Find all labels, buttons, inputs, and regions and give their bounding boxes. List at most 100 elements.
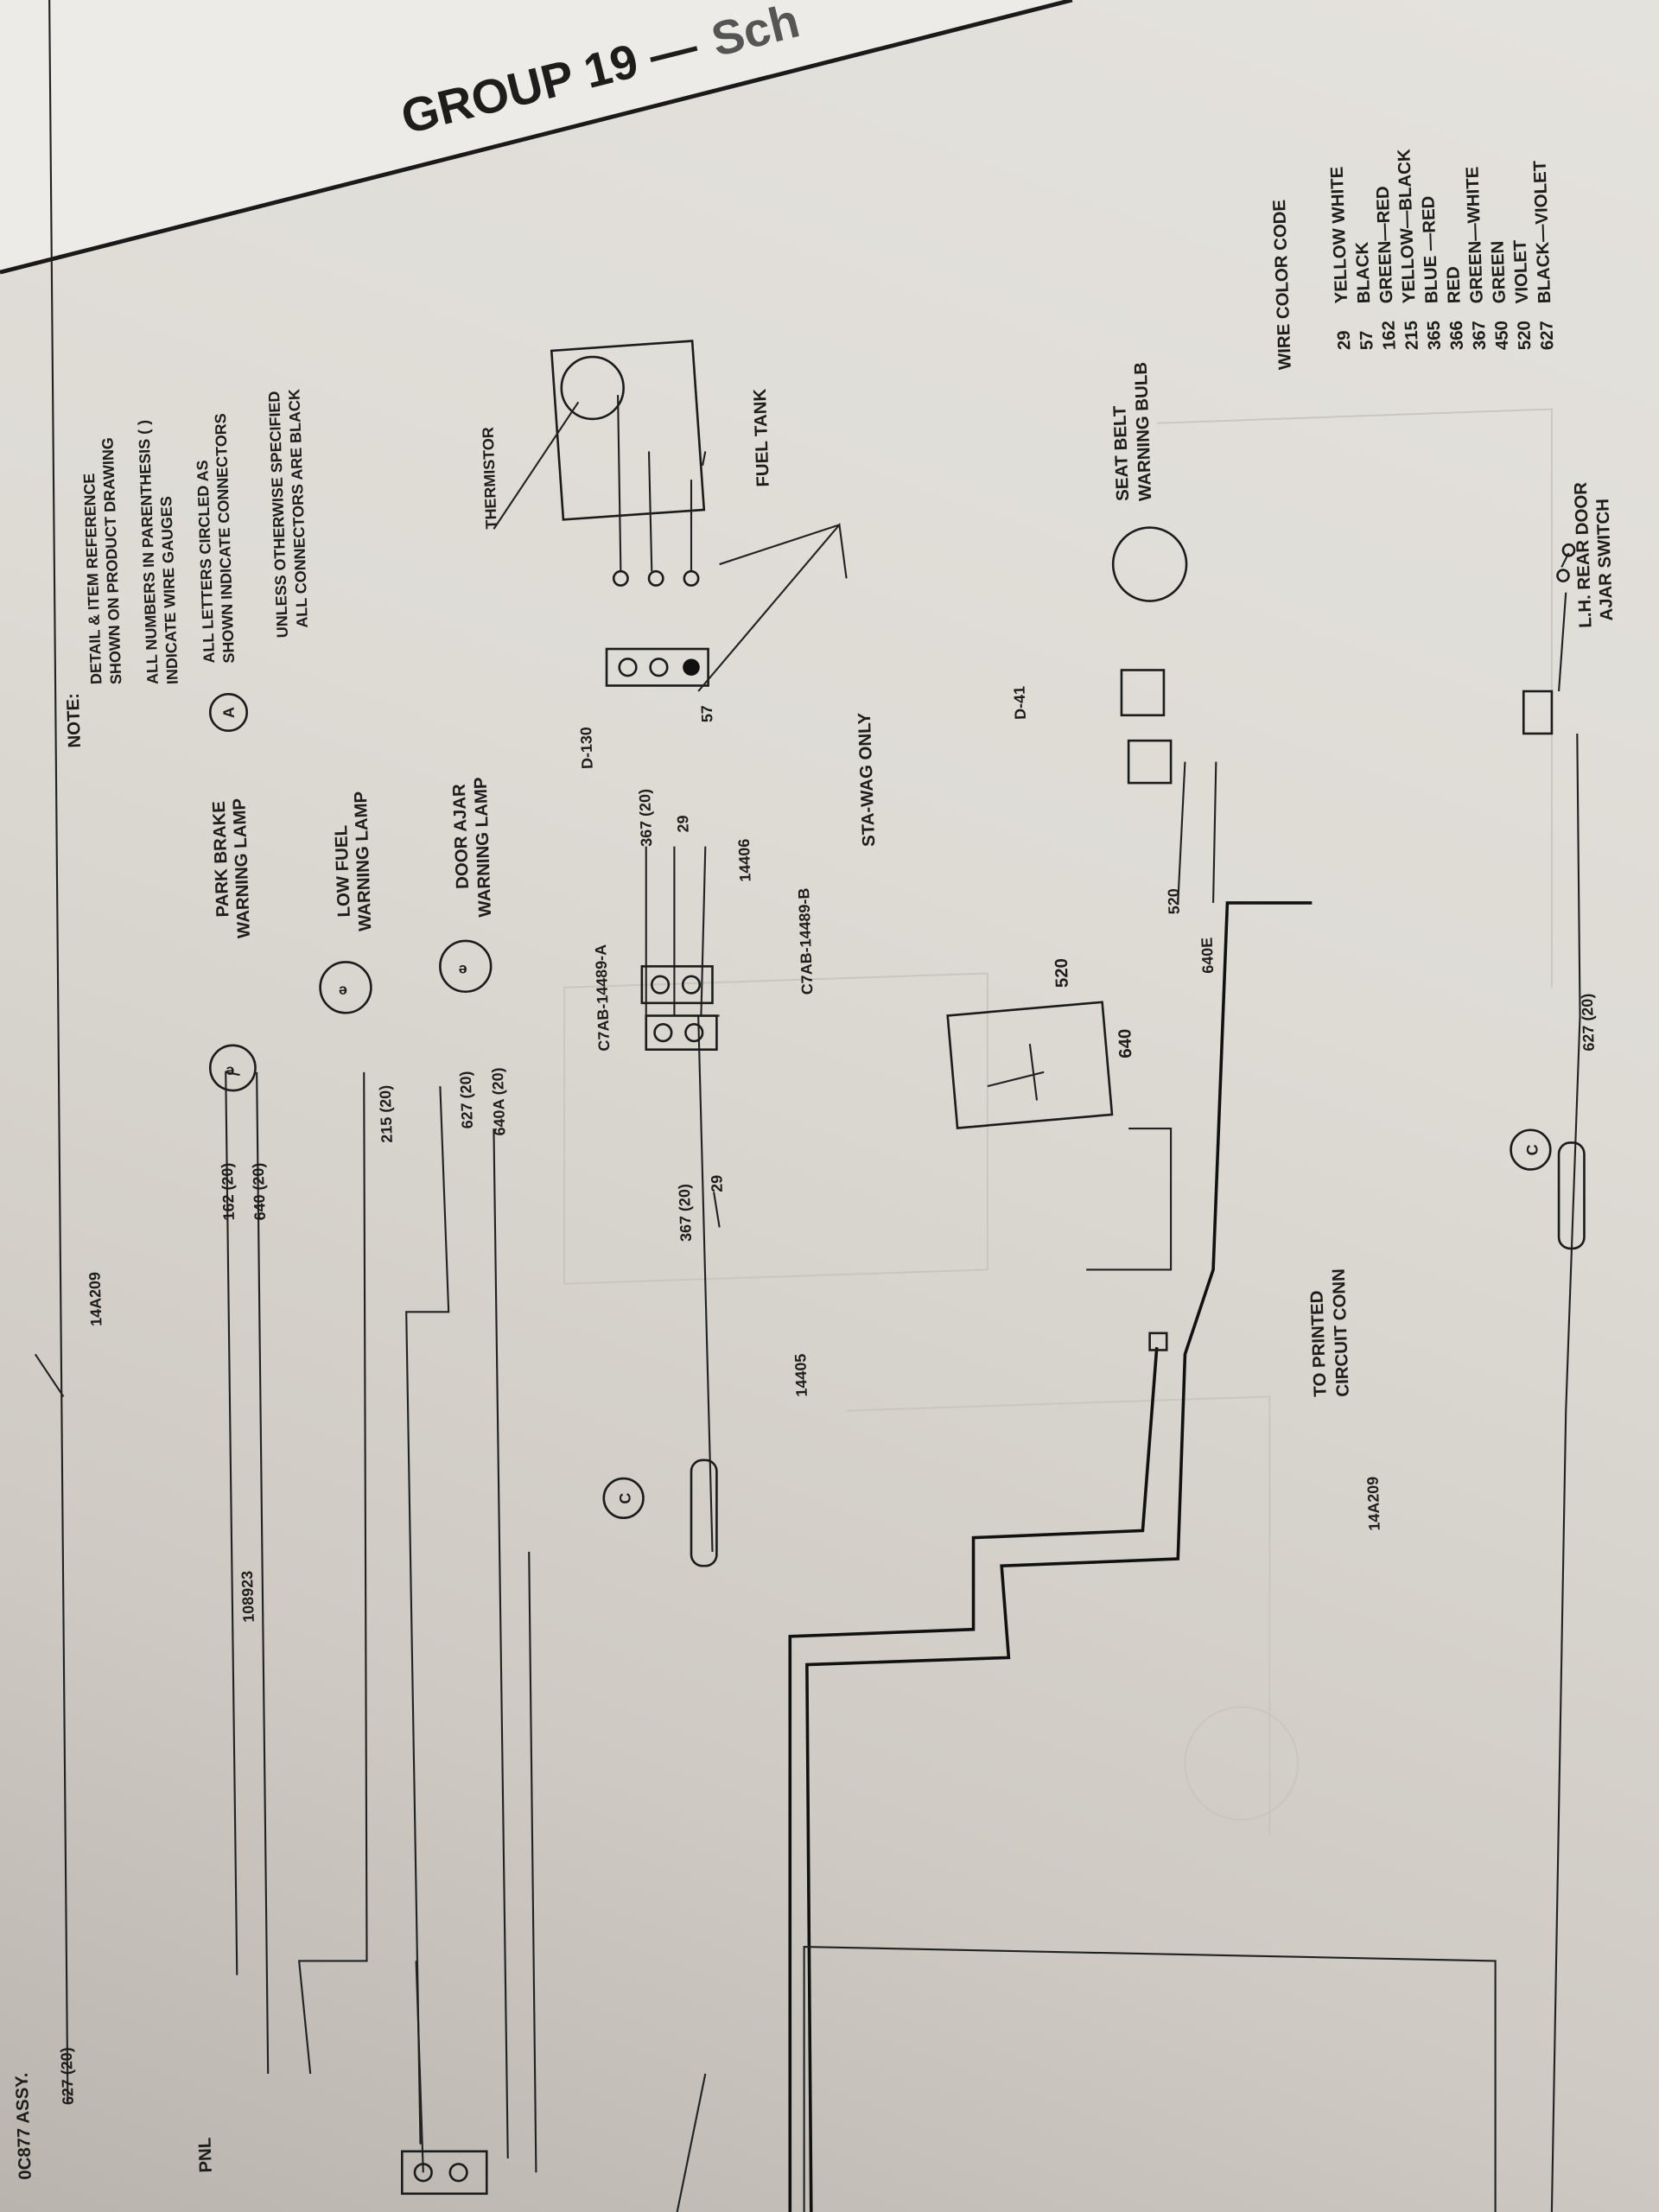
wire-label: 627 (20) [457,1071,476,1128]
low-fuel-label: LOW FUEL [332,825,354,918]
door-ajar-label: DOOR AJAR [450,784,473,890]
connector-c7ab-a [645,1014,718,1051]
seat-belt-label: SEAT BELT [1110,405,1133,502]
rear-door-label: L.H. REAR DOOR [1572,481,1596,628]
printed-circuit-label: CIRCUIT CONN [1330,1268,1353,1397]
sta-wag-label: STA-WAG ONLY [855,712,879,847]
color-code-row: 57 BLACK [1353,241,1377,350]
connector-letter: C [616,1492,633,1504]
printed-circuit-terminal [1148,1332,1168,1351]
component-labels: PARK BRAKE WARNING LAMP LOW FUEL WARNING… [13,362,1618,2180]
wire-label: 640 [1116,1028,1135,1058]
svg-text:BLUE —RED: BLUE —RED [1419,195,1441,303]
svg-text:GREEN: GREEN [1489,240,1510,303]
part-label: 14406 [735,838,754,882]
inline-connector-lower [1557,1141,1586,1250]
inline-connector-upper [690,1459,718,1567]
lamp-low-fuel: ə [319,961,372,1014]
color-code-row: 215 YELLOW—BLACK [1395,149,1422,351]
connector-d130 [605,647,709,687]
seat-belt-bulb [1111,526,1188,785]
door-ajar-label: WARNING LAMP [472,777,496,918]
seat-belt-label: WARNING BULB [1132,362,1156,502]
part-label: 14A209 [1364,1476,1383,1531]
svg-text:ə: ə [226,1061,234,1078]
wire-label: 520 [1052,958,1072,988]
svg-text:ə: ə [339,981,347,998]
svg-text:YELLOW—BLACK: YELLOW—BLACK [1395,149,1419,304]
svg-text:450: 450 [1492,321,1512,351]
svg-text:YELLOW WHITE: YELLOW WHITE [1328,166,1352,303]
printed-circuit-label: TO PRINTED [1307,1290,1330,1397]
wire-label: 162 (20) [219,1162,238,1220]
pnl-label: PNL [195,2137,215,2173]
park-brake-label: WARNING LAMP [230,798,254,939]
connector-letter-circle [208,692,249,733]
wire-label: 640E [1198,937,1217,974]
svg-text:GREEN—WHITE: GREEN—WHITE [1463,166,1487,303]
svg-text:29: 29 [1335,330,1355,350]
low-fuel-label: WARNING LAMP [352,791,376,931]
connector-c-circle [602,1477,645,1520]
wire-label: 640A (20) [489,1067,509,1136]
color-code-row: 450 GREEN [1489,240,1513,350]
svg-text:215: 215 [1402,321,1422,351]
wire-label: 367 (20) [636,789,655,847]
notes-block: NOTE: DETAIL & ITEM REFERENCE SHOWN ON P… [64,389,311,748]
header-rule [0,0,1073,275]
color-code-row: 29 YELLOW WHITE [1328,166,1355,350]
color-code-row: 627 BLACK—VIOLET [1531,160,1558,350]
park-brake-label: PARK BRAKE [210,801,233,918]
part-label: 14A209 [86,1272,105,1327]
svg-text:VIOLET: VIOLET [1511,239,1533,304]
svg-text:RED: RED [1444,266,1464,304]
part-label: 108923 [238,1571,257,1624]
wire-label: 627 (20) [58,2047,77,2105]
svg-text:BLACK: BLACK [1353,241,1374,303]
connector-c7ab-b [640,965,714,1005]
svg-text:GREEN—RED: GREEN—RED [1374,186,1397,304]
left-edge-connector [401,2150,488,2196]
thermistor-label: THERMISTOR [480,427,500,530]
part-label: C7AB-14489-B [795,887,816,995]
wire-labels: 627 (20) 14A209 108923 162 (20) 640 (20)… [58,686,1598,2106]
part-label: D-41 [1011,686,1029,721]
connector-letter: A [220,707,238,719]
wire-label: 640 (20) [250,1162,269,1220]
bleed-through-lines [563,408,1553,1834]
svg-text:366: 366 [1447,321,1467,351]
svg-text:162: 162 [1380,321,1400,351]
rear-door-label: AJAR SWITCH [1593,499,1617,621]
svg-text:57: 57 [1357,330,1377,350]
assy-label: 0C877 ASSY. [13,2072,35,2180]
fuel-tank-label: FUEL TANK [751,388,773,487]
part-label: D-130 [577,727,596,770]
part-label: C7AB-14489-A [592,944,613,1052]
note-line: ALL NUMBERS IN PARENTHESIS ( ) [135,420,162,685]
wire-label: 215 (20) [377,1085,396,1143]
svg-text:BLACK—VIOLET: BLACK—VIOLET [1531,160,1555,304]
lamp-park-brake: ə [208,1044,257,1092]
wire-label: 520 [1165,888,1183,915]
notes-label: NOTE: [64,693,85,748]
note-line: INDICATE WIRE GAUGES [157,496,181,685]
wire-label: 57 [698,705,716,723]
rear-door-switch [1522,543,1576,735]
part-label: 14405 [791,1353,810,1397]
connector-letter: C [1523,1144,1541,1156]
color-code-row: 367 GREEN—WHITE [1463,166,1490,350]
svg-text:367: 367 [1470,321,1490,351]
connector-c-circle [1510,1128,1552,1171]
svg-text:627: 627 [1537,321,1557,351]
color-code-row: 366 RED [1444,266,1467,351]
lamp-door-ajar: ə [439,939,493,994]
wire-label: 627 (20) [1579,993,1598,1051]
svg-text:520: 520 [1515,321,1535,351]
wire-label: 29 [674,815,692,833]
wire-label: 367 (20) [676,1184,695,1242]
color-code-row: 520 VIOLET [1511,239,1535,351]
